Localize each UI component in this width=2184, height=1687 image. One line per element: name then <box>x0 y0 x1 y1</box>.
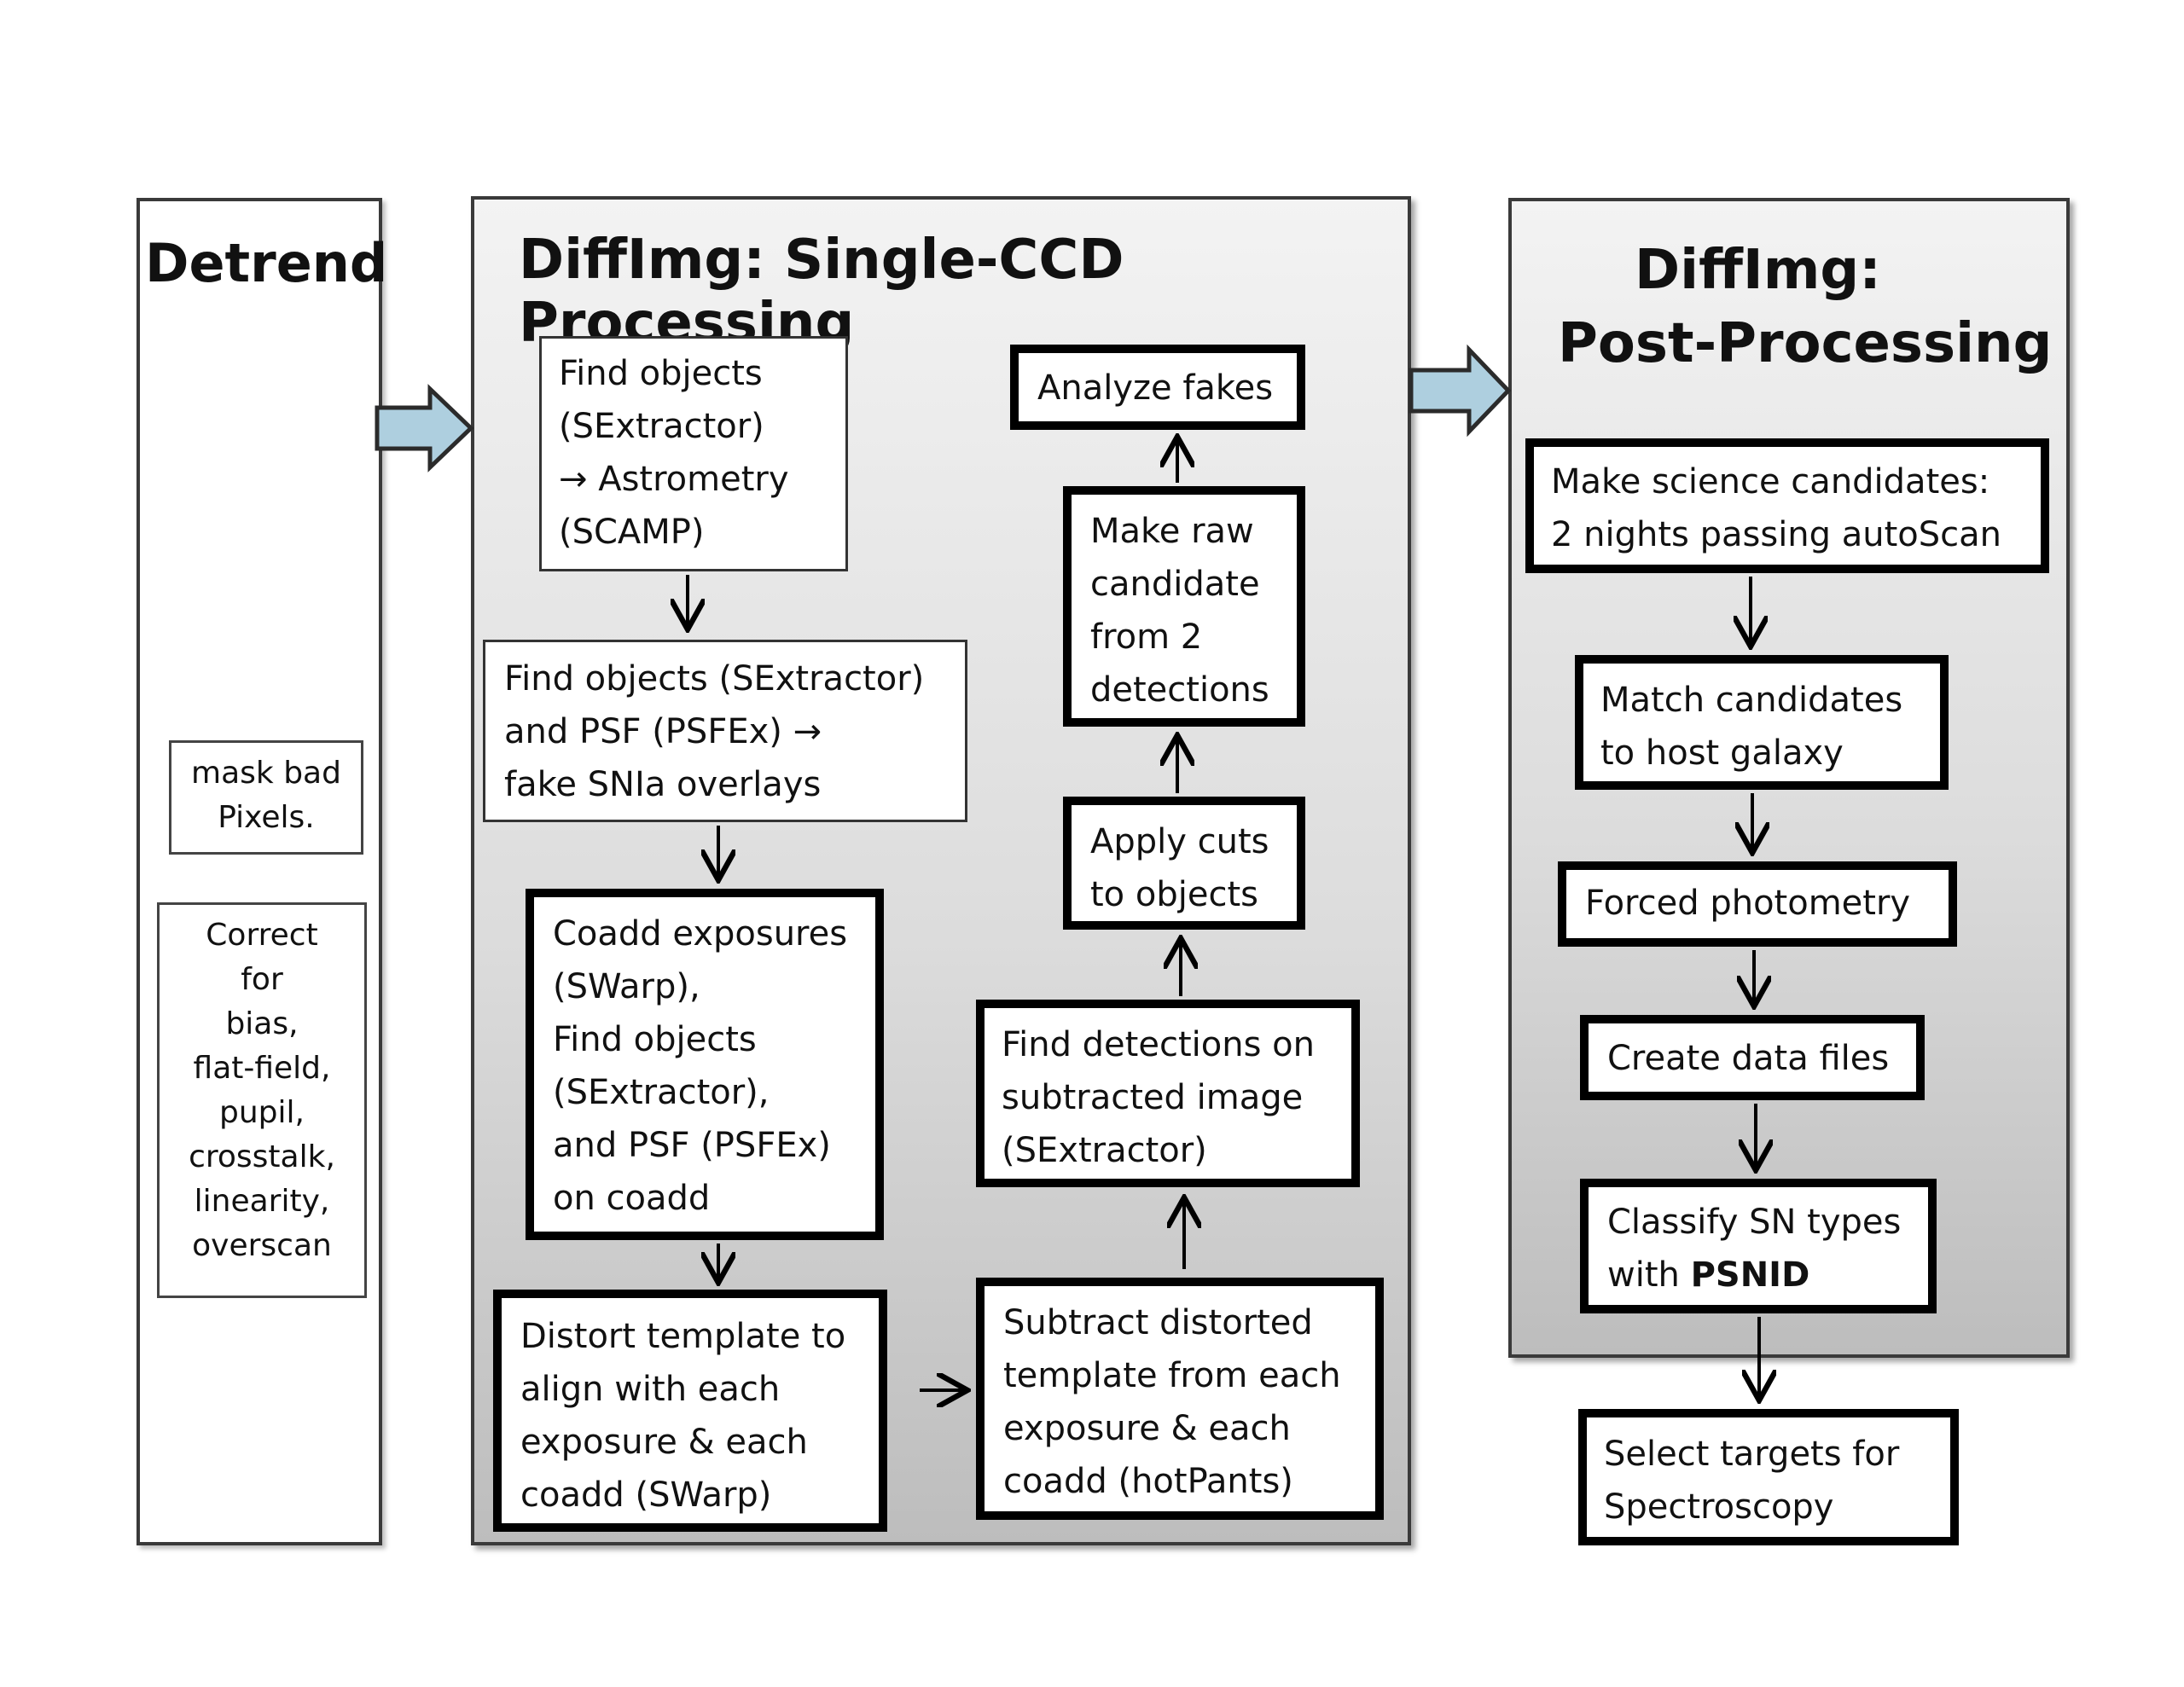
analyze-fakes-box: Analyze fakes <box>1010 345 1305 430</box>
correct-for-box: Correct for bias, flat-field, pupil, cro… <box>157 902 367 1298</box>
post-processing-title-line1: DiffImg: <box>1635 239 1881 302</box>
classify-sn-types-box: Classify SN types with PSNID <box>1580 1179 1937 1313</box>
select-targets-box: Select targets for Spectroscopy <box>1578 1409 1959 1545</box>
find-objects-astrometry-box: Find objects (SExtractor) → Astrometry (… <box>539 336 848 571</box>
detrend-panel: Detrend mask bad Pixels. Correct for bia… <box>136 198 387 1545</box>
classify-sn-types-text: Classify SN types with <box>1607 1203 1902 1295</box>
distort-template-box: Distort template to align with each expo… <box>493 1290 887 1532</box>
single-ccd-to-post-arrow <box>1409 344 1512 438</box>
make-science-candidates-box: Make science candidates: 2 nights passin… <box>1525 438 2049 573</box>
coadd-box: Coadd exposures (SWarp), Find objects (S… <box>526 889 884 1240</box>
detrend-title: Detrend <box>145 232 388 294</box>
subtract-template-box: Subtract distorted template from each ex… <box>976 1278 1384 1520</box>
apply-cuts-box: Apply cuts to objects <box>1063 797 1305 930</box>
match-candidates-box: Match candidates to host galaxy <box>1575 655 1949 790</box>
find-objects-psf-box: Find objects (SExtractor) and PSF (PSFEx… <box>483 640 967 822</box>
create-data-files-box: Create data files <box>1580 1015 1925 1100</box>
post-processing-title-line2: Post-Processing <box>1558 312 2053 375</box>
find-detections-box: Find detections on subtracted image (SEx… <box>976 1000 1360 1187</box>
make-raw-candidate-box: Make raw candidate from 2 detections <box>1063 486 1305 727</box>
forced-photometry-box: Forced photometry <box>1558 861 1957 947</box>
detrend-to-single-ccd-arrow <box>375 384 474 472</box>
mask-bad-pixels-box: mask bad Pixels. <box>169 740 363 855</box>
psnid-label: PSNID <box>1690 1255 1810 1295</box>
